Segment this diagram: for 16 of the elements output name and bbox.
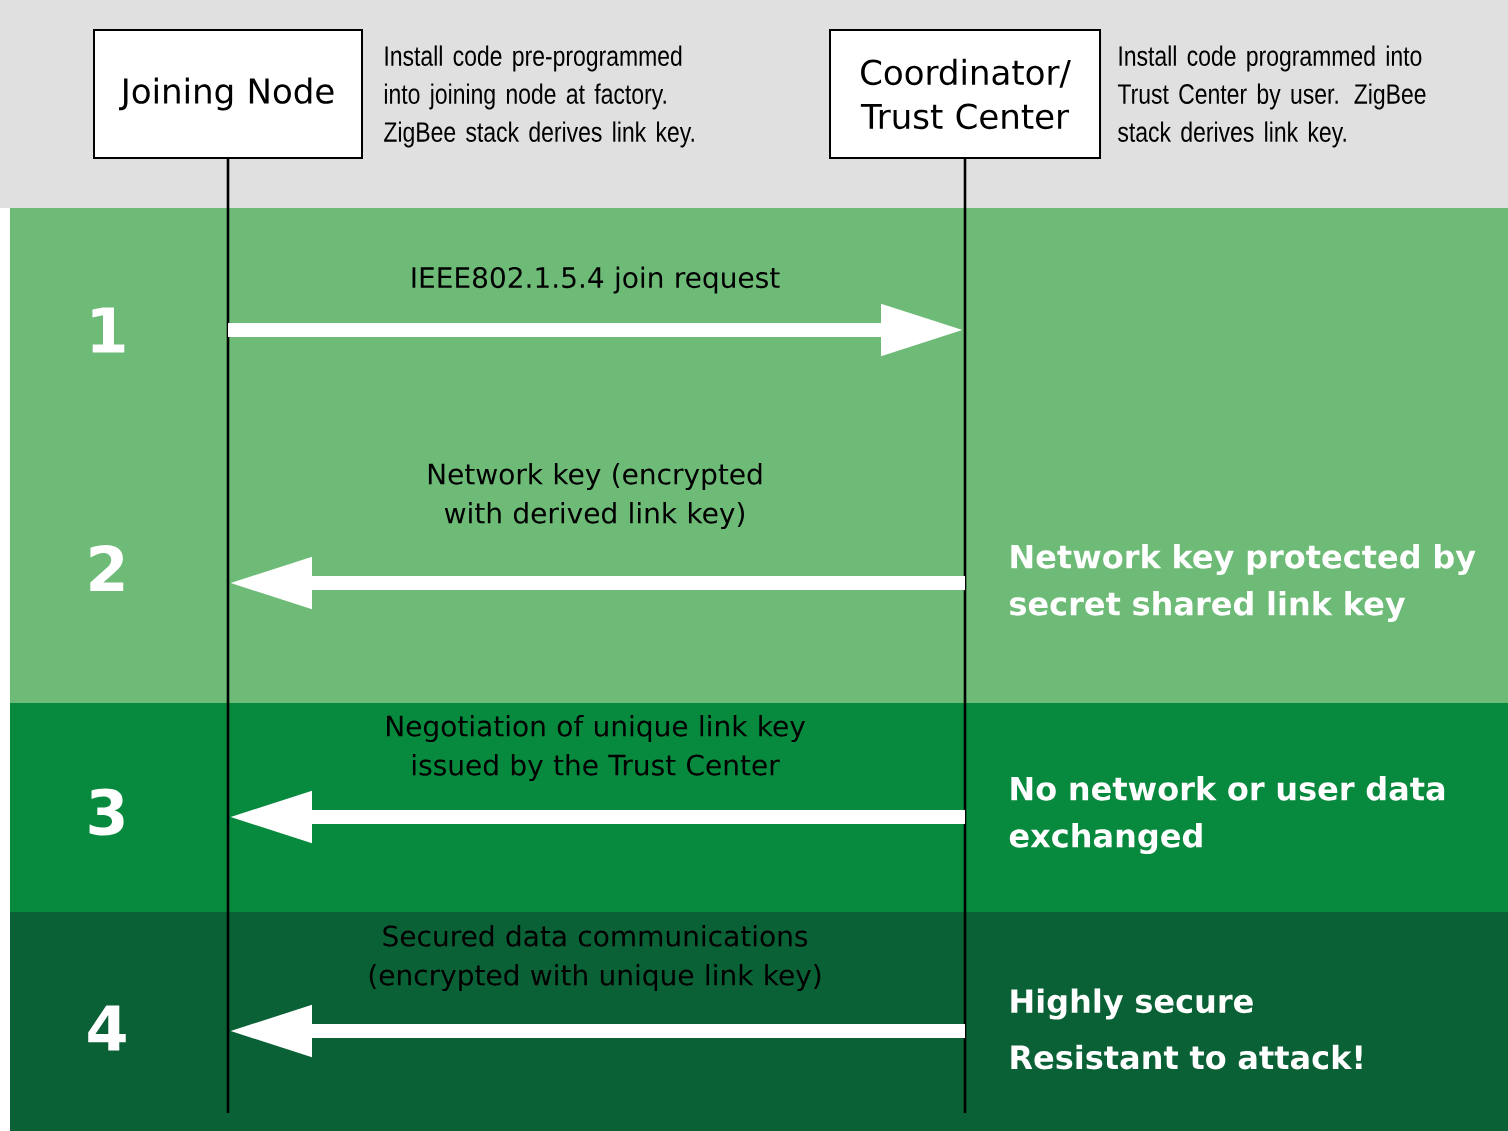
- outcome-text: Highly secure: [1011, 988, 1253, 1020]
- step-number: 3: [89, 788, 124, 836]
- outcome-text: Network key protected by secret shared link key: [1010, 543, 1476, 623]
- participant-box: Coordinator/ Trust Center: [829, 29, 1101, 159]
- step-number: 1: [92, 307, 125, 353]
- outcome-text: No network or user data exchanged: [1009, 775, 1445, 855]
- edge-label: IEEE802.1.5.4 join request: [412, 266, 780, 294]
- edge-label: Network key (encrypted with derived link key): [428, 462, 762, 530]
- note-text: Install code programmed into Trust Center by user. ZigBee stack derives link key.: [1117, 45, 1426, 148]
- note-text: Install code pre-programmed into joining node at factory. ZigBee stack derives link key.: [384, 45, 694, 148]
- step-number: 2: [90, 545, 124, 591]
- edge-label: Secured data communications (encrypted with unique link key): [369, 924, 821, 992]
- outcome-text: Resistant to attack!: [1011, 1044, 1362, 1070]
- participant-box: Joining Node: [93, 29, 363, 159]
- step-number: 4: [88, 1005, 126, 1051]
- edge-label: Negotiation of unique link key issued by the Trust Center: [387, 714, 805, 782]
